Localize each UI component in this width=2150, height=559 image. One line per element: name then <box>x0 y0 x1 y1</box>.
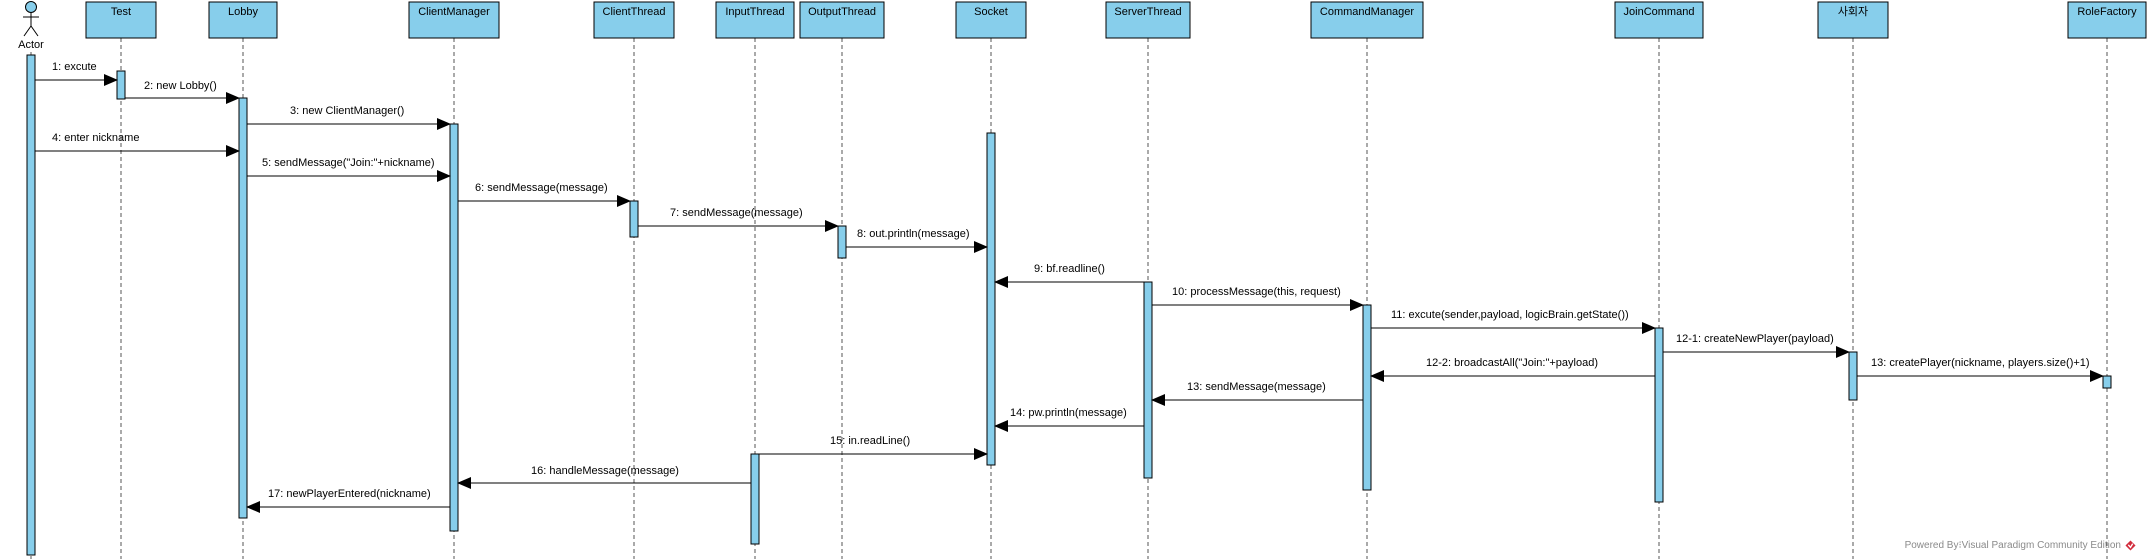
participant-label: ClientThread <box>603 6 666 18</box>
message-label: 3: new ClientManager() <box>290 105 404 117</box>
participant-label: ClientManager <box>418 6 490 18</box>
message-label: 2: new Lobby() <box>144 80 217 92</box>
activation-socket <box>986 132 996 466</box>
message-label: 14: pw.println(message) <box>1010 407 1127 419</box>
message-13-sendmessage: 13: sendMessage(message) <box>1151 381 1363 406</box>
participant-label: InputThread <box>725 6 784 18</box>
message-14: 14: pw.println(message) <box>994 407 1144 432</box>
activation-test <box>116 70 126 100</box>
participant-label: JoinCommand <box>1624 6 1695 18</box>
message-13-createplayer: 13: createPlayer(nickname, players.size(… <box>1857 357 2104 382</box>
participant-clientmanager: ClientManager <box>408 1 500 39</box>
message-10: 10: processMessage(this, request) <box>1152 286 1364 311</box>
participant-test: Test <box>85 1 157 39</box>
message-label: 16: handleMessage(message) <box>531 465 679 477</box>
message-label: 5: sendMessage("Join:"+nickname) <box>262 157 435 169</box>
activation-moderator <box>1848 351 1858 401</box>
participant-boxes: Test Lobby ClientManager ClientThread In… <box>85 1 2147 39</box>
activation-lobby <box>238 97 248 519</box>
activation-clientthread <box>629 200 639 238</box>
actor-label: Actor <box>18 39 44 51</box>
activation-serverthread <box>1143 281 1153 479</box>
powered-by-credit: Powered By⁝Visual Paradigm Community Edi… <box>1905 540 2136 551</box>
message-2: 2: new Lobby() <box>125 80 240 104</box>
participant-label: CommandManager <box>1320 6 1414 18</box>
message-label: 15: in.readLine() <box>830 435 910 447</box>
message-8: 8: out.println(message) <box>846 228 988 253</box>
message-6: 6: sendMessage(message) <box>458 182 631 207</box>
activation-joincommand <box>1654 327 1664 503</box>
message-15: 15: in.readLine() <box>759 435 988 460</box>
participant-label: Socket <box>974 6 1008 18</box>
activation-bars <box>26 54 2112 556</box>
participant-label: RoleFactory <box>2077 6 2137 18</box>
participant-inputthread: InputThread <box>715 1 795 39</box>
messages: 1: excute 2: new Lobby() 3: new ClientMa… <box>35 61 2104 513</box>
message-label: 1: excute <box>52 61 97 73</box>
participant-lobby: Lobby <box>208 1 278 39</box>
participant-label: Lobby <box>228 6 258 18</box>
participant-moderator: 사회자 <box>1817 1 1889 39</box>
message-label: 9: bf.readline() <box>1034 263 1105 275</box>
message-label: 7: sendMessage(message) <box>670 207 803 219</box>
message-label: 13: createPlayer(nickname, players.size(… <box>1871 357 2090 369</box>
participant-rolefactory: RoleFactory <box>2067 1 2147 39</box>
activation-inputthread <box>750 453 760 545</box>
message-label: 13: sendMessage(message) <box>1187 381 1326 393</box>
message-16: 16: handleMessage(message) <box>457 465 751 489</box>
activation-rolefactory <box>2102 375 2112 389</box>
participant-joincommand: JoinCommand <box>1614 1 1704 39</box>
activation-actor <box>26 54 36 556</box>
message-1: 1: excute <box>35 61 118 86</box>
participant-socket: Socket <box>955 1 1027 39</box>
participant-commandmanager: CommandManager <box>1310 1 1424 39</box>
participant-outputthread: OutputThread <box>799 1 885 39</box>
actor-figure <box>23 1 39 37</box>
credit-text: Powered By⁝Visual Paradigm Community Edi… <box>1904 540 2121 551</box>
message-4: 4: enter nickname <box>35 132 240 157</box>
message-label: 4: enter nickname <box>52 132 139 144</box>
participant-label: 사회자 <box>1838 5 1868 18</box>
participant-clientthread: ClientThread <box>593 1 675 39</box>
participant-label: OutputThread <box>808 6 876 18</box>
message-label: 17: newPlayerEntered(nickname) <box>268 488 431 500</box>
message-label: 8: out.println(message) <box>857 228 970 240</box>
message-7: 7: sendMessage(message) <box>638 207 839 232</box>
visual-paradigm-logo-icon <box>2125 540 2136 551</box>
message-label: 12-2: broadcastAll("Join:"+payload) <box>1426 357 1598 369</box>
message-label: 6: sendMessage(message) <box>475 182 608 194</box>
activation-clientmanager <box>449 123 459 532</box>
participant-label: Test <box>111 6 131 18</box>
participant-serverthread: ServerThread <box>1105 1 1191 39</box>
message-label: 10: processMessage(this, request) <box>1172 286 1341 298</box>
participant-label: ServerThread <box>1114 6 1181 18</box>
message-12-1: 12-1: createNewPlayer(payload) <box>1663 333 1850 358</box>
activation-commandmanager <box>1362 304 1372 491</box>
message-12-2: 12-2: broadcastAll("Join:"+payload) <box>1370 357 1655 382</box>
message-3: 3: new ClientManager() <box>247 105 451 130</box>
message-5: 5: sendMessage("Join:"+nickname) <box>247 157 451 182</box>
message-11: 11: excute(sender,payload, logicBrain.ge… <box>1371 309 1656 334</box>
message-label: 12-1: createNewPlayer(payload) <box>1676 333 1834 345</box>
message-17: 17: newPlayerEntered(nickname) <box>246 488 450 513</box>
message-9: 9: bf.readline() <box>994 263 1144 288</box>
message-label: 11: excute(sender,payload, logicBrain.ge… <box>1391 309 1629 321</box>
activation-outputthread <box>837 225 847 259</box>
